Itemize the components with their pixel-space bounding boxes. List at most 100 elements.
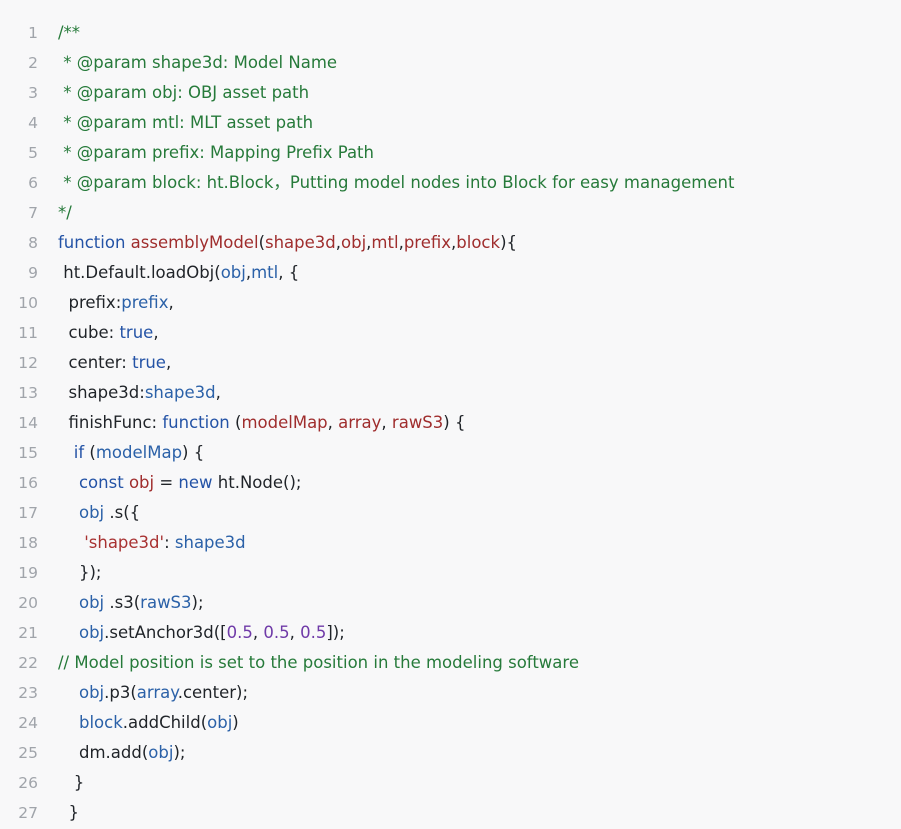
- line-number: 13: [18, 384, 38, 402]
- code-token: ,: [245, 263, 252, 282]
- code-token: ,: [381, 413, 392, 432]
- code-token: [58, 593, 79, 612]
- code-token: true: [132, 353, 166, 372]
- code-line: 5 * @param prefix: Mapping Prefix Path: [0, 138, 901, 168]
- code-token: ) {: [443, 413, 466, 432]
- code-token: shape3d: [174, 533, 246, 552]
- code-token: center:: [58, 353, 133, 372]
- code-text: obj.p3(array.center);: [58, 678, 901, 708]
- line-number: 10: [18, 294, 38, 312]
- code-token: mtl: [371, 233, 399, 252]
- code-text: finishFunc: function (modelMap, array, r…: [58, 408, 901, 438]
- line-number: 5: [28, 144, 38, 162]
- code-text: * @param obj: OBJ asset path: [58, 78, 901, 108]
- code-token: assemblyModel: [130, 233, 259, 252]
- line-number: 12: [18, 354, 38, 372]
- code-token: ht.Node();: [212, 473, 302, 492]
- code-text: /**: [58, 18, 901, 48]
- code-token: function: [58, 233, 131, 252]
- code-token: obj: [220, 263, 246, 282]
- code-token: * @param block: ht.Block，Putting model n…: [58, 173, 735, 192]
- code-text: * @param block: ht.Block，Putting model n…: [58, 168, 901, 198]
- code-line: 10 prefix:prefix,: [0, 288, 901, 318]
- code-token: obj: [78, 593, 105, 612]
- code-line: 27 }: [0, 798, 901, 828]
- code-token: ,: [215, 383, 221, 402]
- code-token: .center);: [177, 683, 249, 702]
- code-token: array: [338, 413, 382, 432]
- code-token: obj: [148, 743, 174, 762]
- code-text: }: [58, 768, 901, 798]
- code-token: obj: [78, 623, 105, 642]
- line-number: 26: [18, 774, 38, 792]
- code-text: function assemblyModel(shape3d,obj,mtl,p…: [58, 228, 901, 258]
- code-token: block: [456, 233, 501, 252]
- code-text: prefix:prefix,: [58, 288, 901, 318]
- code-text: * @param mtl: MLT asset path: [58, 108, 901, 138]
- code-token: =: [154, 473, 179, 492]
- line-number: 7: [28, 204, 38, 222]
- code-token: const: [78, 473, 124, 492]
- code-token: obj: [78, 503, 105, 522]
- line-number: 18: [18, 534, 38, 552]
- code-line: 16 const obj = new ht.Node();: [0, 468, 901, 498]
- code-line: 17 obj .s({: [0, 498, 901, 528]
- code-token: , {: [278, 263, 300, 282]
- line-number: 25: [18, 744, 38, 762]
- code-token: // Model position is set to the position…: [58, 653, 579, 672]
- code-text: ht.Default.loadObj(obj,mtl, {: [58, 258, 901, 288]
- code-token: (: [84, 443, 96, 462]
- code-token: 'shape3d': [84, 533, 165, 552]
- code-token: 0.5: [263, 623, 290, 642]
- code-token: ,: [153, 323, 159, 342]
- code-token: ) {: [182, 443, 205, 462]
- code-token: 0.5: [226, 623, 253, 642]
- code-line: 2 * @param shape3d: Model Name: [0, 48, 901, 78]
- code-token: );: [173, 743, 186, 762]
- line-number: 21: [18, 624, 38, 642]
- code-token: ]);: [326, 623, 345, 642]
- code-text: * @param prefix: Mapping Prefix Path: [58, 138, 901, 168]
- code-text: obj.setAnchor3d([0.5, 0.5, 0.5]);: [58, 618, 901, 648]
- code-token: modelMap: [241, 413, 328, 432]
- code-token: .s({: [104, 503, 141, 522]
- code-token: [58, 533, 84, 552]
- code-token: ,: [289, 623, 301, 642]
- code-line: 23 obj.p3(array.center);: [0, 678, 901, 708]
- code-text: }: [58, 798, 901, 828]
- code-token: shape3d: [265, 233, 336, 252]
- line-number: 23: [18, 684, 38, 702]
- code-line: 18 'shape3d': shape3d: [0, 528, 901, 558]
- code-token: }: [58, 773, 85, 792]
- code-token: ,: [398, 233, 404, 252]
- code-text: cube: true,: [58, 318, 901, 348]
- code-token: ,: [168, 293, 174, 312]
- code-token: prefix: [403, 233, 452, 252]
- code-token: (: [229, 413, 242, 432]
- code-token: ,: [327, 413, 339, 432]
- code-token: rawS3: [140, 593, 192, 612]
- code-text: dm.add(obj);: [58, 738, 901, 768]
- code-line: 13 shape3d:shape3d,: [0, 378, 901, 408]
- code-line: 19 });: [0, 558, 901, 588]
- code-token: shape3d:: [58, 383, 145, 402]
- code-token: [58, 473, 79, 492]
- code-text: * @param shape3d: Model Name: [58, 48, 901, 78]
- code-token: [58, 503, 79, 522]
- code-token: ht.Default.loadObj(: [58, 263, 221, 282]
- code-token: if: [73, 443, 85, 462]
- code-line: 7*/: [0, 198, 901, 228]
- code-token: * @param mtl: MLT asset path: [58, 113, 314, 132]
- code-token: [58, 443, 74, 462]
- code-token: .s3(: [104, 593, 141, 612]
- code-token: dm.add(: [58, 743, 149, 762]
- code-token: ): [232, 713, 239, 732]
- code-text: 'shape3d': shape3d: [58, 528, 901, 558]
- code-token: true: [119, 323, 154, 342]
- code-text: center: true,: [58, 348, 901, 378]
- code-token: [58, 683, 79, 702]
- line-number: 4: [28, 114, 38, 132]
- code-token: obj: [128, 473, 155, 492]
- code-token: );: [191, 593, 204, 612]
- code-text: obj .s({: [58, 498, 901, 528]
